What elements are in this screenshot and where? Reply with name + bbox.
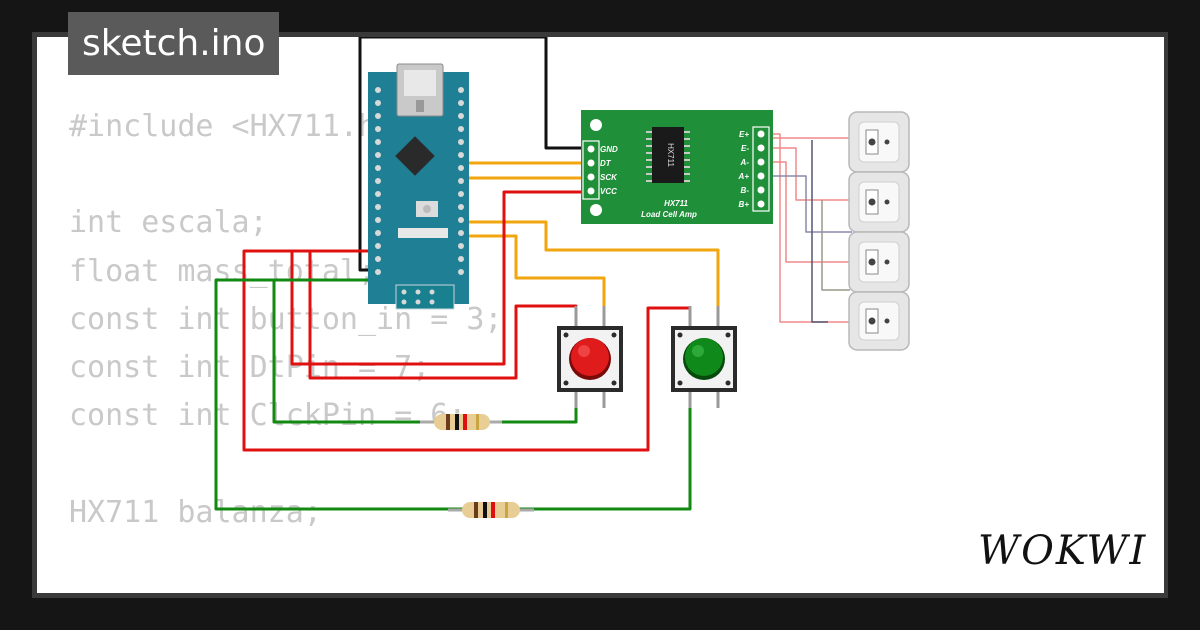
pin-label-b-minus: B- [741, 186, 750, 195]
module-name: HX711 [664, 199, 688, 208]
wire-d2-button [452, 220, 720, 310]
pushbutton-green[interactable] [671, 306, 737, 408]
resistor[interactable] [420, 414, 502, 430]
wokwi-logo-text: WOKWI [978, 528, 1147, 574]
wire-load-cell [811, 140, 828, 323]
wokwi-logo: WOKWI [978, 528, 1147, 574]
button-cap-green[interactable] [685, 338, 723, 376]
code-line: int escala; [69, 205, 268, 241]
wire-load-cell [764, 161, 850, 263]
wire-5v-red-button [242, 249, 690, 452]
code-background: #include <HX711.h> int escala; float mass_… [69, 103, 502, 593]
wire-load-cell [764, 147, 850, 201]
pin-label-a-minus: A- [740, 158, 750, 167]
microcontroller-chip [395, 136, 435, 176]
wire-gnd-resistor-2 [214, 278, 692, 511]
wire-d3-button [452, 234, 606, 310]
sketch-title: sketch.ino [68, 12, 280, 75]
pin-label-a-plus: A+ [738, 172, 750, 181]
pin-label-gnd: GND [600, 145, 618, 154]
wire-load-cell [764, 175, 852, 233]
button-cap-red[interactable] [571, 338, 609, 376]
code-line: HX711 balanza; [69, 494, 322, 530]
pin-label-e-plus: E+ [739, 130, 749, 139]
resistor[interactable] [448, 502, 534, 518]
load-cell[interactable] [848, 231, 910, 293]
pin-label-vcc: VCC [600, 187, 617, 196]
code-line: #include <HX711.h> [69, 109, 395, 144]
hx711-module[interactable]: GND DT SCK VCC HX711 HX711 Load Cell Amp… [581, 110, 773, 224]
code-line: const int ClckPin = 6; [69, 398, 467, 434]
code-line: int medidas(){ [69, 585, 502, 593]
code-line: const int DtPin = 7; [69, 349, 431, 385]
arduino-nano[interactable] [368, 63, 469, 310]
code-line: float mass_total; [69, 253, 377, 289]
load-cell[interactable] [848, 291, 910, 351]
pushbutton-red[interactable] [557, 306, 623, 408]
hx711-chip [652, 127, 684, 183]
load-cell[interactable] [848, 111, 910, 173]
module-subtitle: Load Cell Amp [641, 210, 697, 219]
chip-label: HX711 [666, 143, 675, 167]
code-line: const int button_in = 3; [69, 301, 503, 337]
pin-label-sck: SCK [600, 173, 618, 182]
pin-label-e-minus: E- [741, 144, 749, 153]
load-cell[interactable] [848, 171, 910, 233]
pin-label-dt: DT [600, 159, 612, 168]
wire-load-cell [821, 200, 850, 291]
pin-label-b-plus: B+ [739, 200, 750, 209]
wire-gnd [358, 37, 590, 272]
sketch-title-text: sketch.ino [82, 23, 266, 64]
